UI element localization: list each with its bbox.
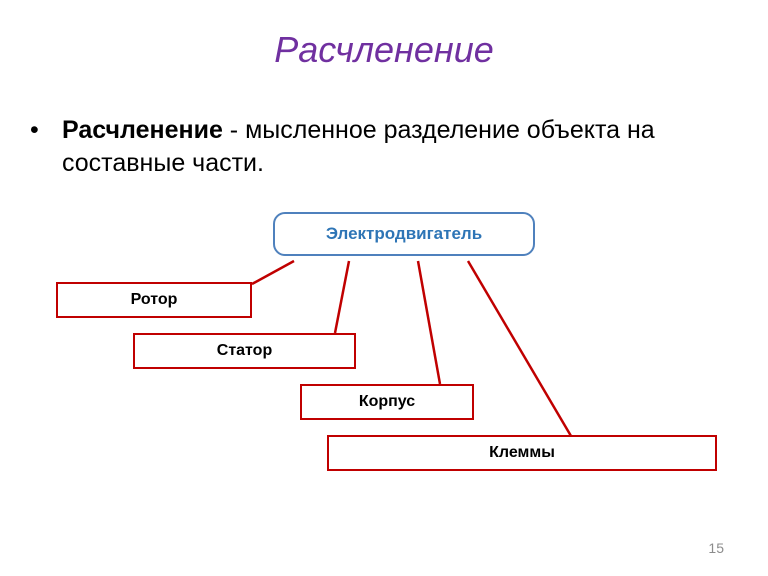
page-number: 15 (708, 540, 724, 556)
part-node-rotor: Ротор (56, 282, 252, 318)
connector-terminals (466, 260, 573, 437)
definition-bullet: • Расчленение - мысленное разделение объ… (30, 114, 710, 180)
root-node-motor: Электродвигатель (273, 212, 535, 256)
definition-text: Расчленение - мысленное разделение объек… (62, 114, 710, 180)
definition-separator: - (222, 116, 246, 144)
definition-term: Расчленение (62, 116, 223, 144)
definition-body: мысленное разделение объекта на составны… (62, 116, 655, 177)
part-node-housing: Корпус (300, 384, 474, 420)
part-node-terminals: Клеммы (327, 435, 717, 471)
connector-rotor (251, 259, 295, 286)
bullet-dot-icon: • (30, 116, 39, 144)
slide-title: Расчленение (274, 29, 494, 70)
connector-stator (333, 260, 351, 334)
part-node-stator: Статор (133, 333, 356, 369)
connector-housing (416, 260, 442, 385)
